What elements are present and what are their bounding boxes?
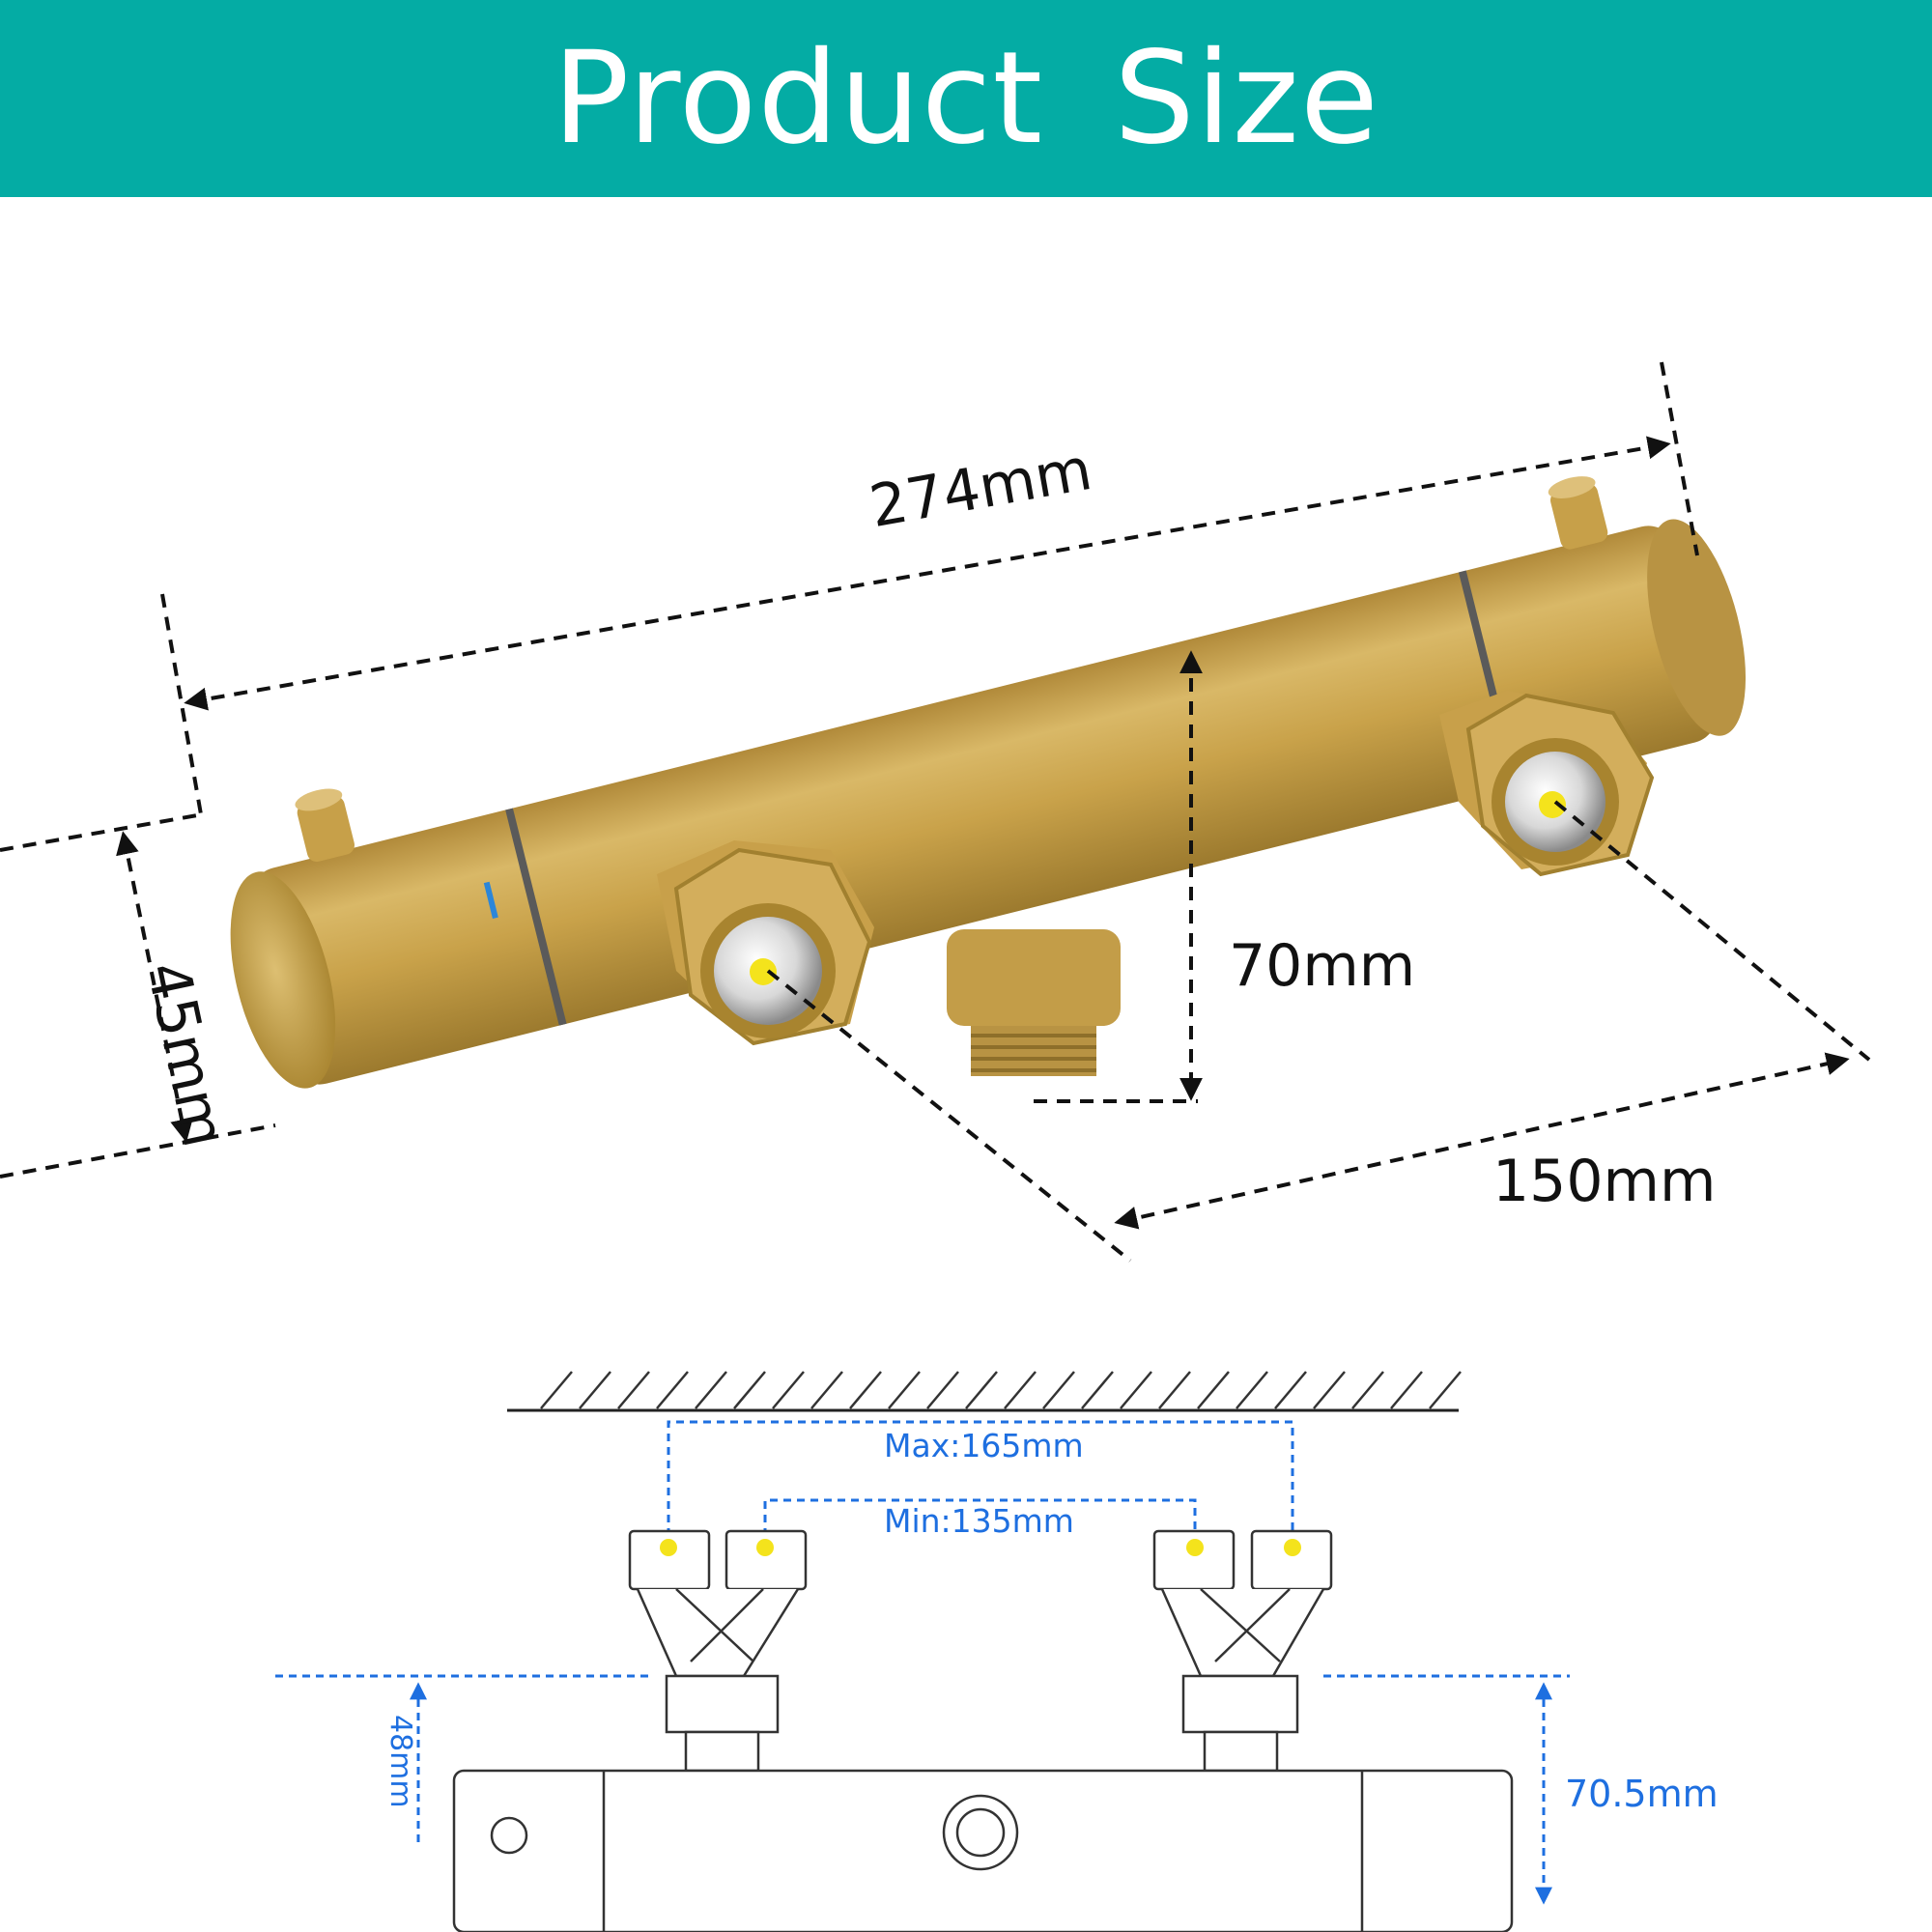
min-left-marker (756, 1539, 774, 1556)
title-banner: Product Size (0, 0, 1932, 197)
right-height-dimension (1323, 1674, 1570, 1905)
max-spacing-bracket (667, 1420, 1294, 1536)
height-label: 70mm (1229, 932, 1415, 1000)
page-title: Product Size (552, 24, 1380, 173)
right-end-cap (1647, 519, 1747, 736)
min-right-marker (1186, 1539, 1204, 1556)
left-height-dimension (275, 1674, 652, 1845)
max-spacing-label: Max:165mm (884, 1427, 1084, 1464)
diameter-label: 45mm (133, 956, 239, 1153)
inlet-spacing-dimension (766, 800, 1871, 1263)
right-inlet-marker (1539, 791, 1566, 818)
left-seam-ring (505, 808, 567, 1026)
valve-outline (452, 1769, 1514, 1932)
wall-hatching (540, 1371, 1462, 1409)
left-stop-pin (297, 796, 355, 863)
outlet-spout (947, 929, 1121, 1076)
inlet-spacing-label: 150mm (1492, 1148, 1716, 1215)
right-eccentric-fitting (1152, 1529, 1333, 1773)
max-right-marker (1284, 1539, 1301, 1556)
mixer-valve-photo (230, 476, 1747, 1089)
max-left-marker (660, 1539, 677, 1556)
min-spacing-label: Min:135mm (884, 1502, 1074, 1540)
left-stop-pin-top (295, 788, 343, 811)
length-dimension (160, 361, 1699, 815)
temperature-indicator (483, 881, 498, 920)
left-eccentric-fitting (628, 1529, 808, 1773)
diameter-dimension (0, 812, 276, 1179)
min-spacing-bracket (763, 1498, 1197, 1536)
length-label: 274mm (865, 436, 1096, 541)
right-height-label: 70.5mm (1565, 1773, 1719, 1815)
left-inlet-marker (750, 958, 777, 985)
left-end-face (230, 871, 336, 1089)
left-inlet-nut (657, 840, 874, 1046)
left-height-label: 48mm (384, 1715, 417, 1808)
installation-diagram: Max:165mm Min:135mm (275, 1371, 1719, 1932)
